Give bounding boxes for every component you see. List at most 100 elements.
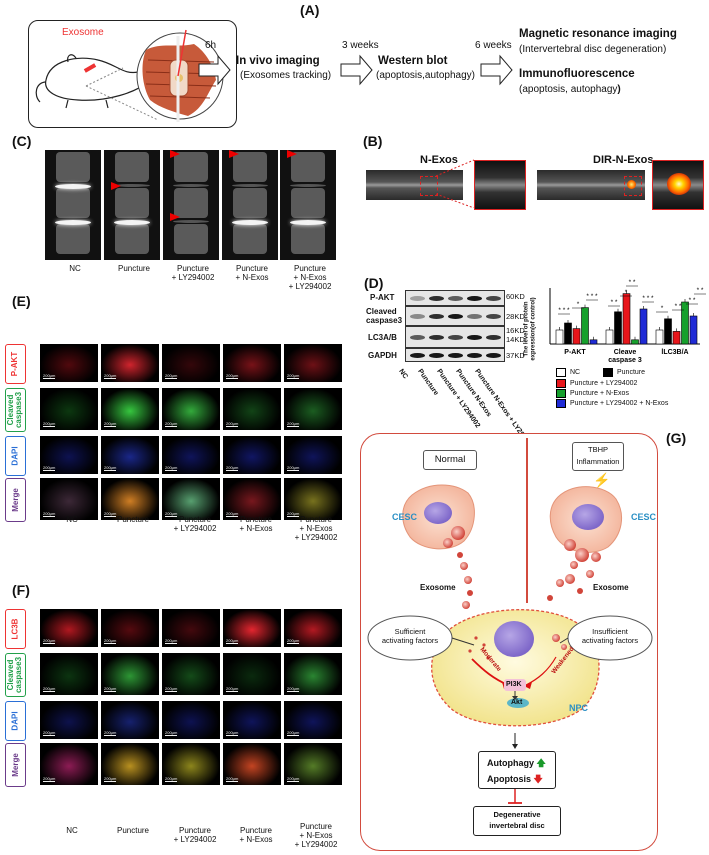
blot-band	[486, 313, 501, 319]
if-image: 200μm	[162, 701, 220, 739]
if-image: 200μm	[162, 436, 220, 474]
bar	[589, 339, 598, 345]
kd-14: 14KD	[506, 335, 525, 344]
f-label-puncture: Puncture	[116, 826, 150, 835]
if-image: 200μm	[223, 388, 281, 430]
scale-bar: 200μm	[165, 511, 178, 517]
scale-bar: 200μm	[104, 511, 117, 517]
step-mri-title: Magnetic resonance imaging	[519, 28, 677, 40]
wb-label-cleaved-caspase3: Cleaved caspase3	[366, 307, 403, 325]
kd-37: 37KD	[506, 351, 525, 360]
vertebra	[291, 224, 325, 254]
if-image: 200μm	[101, 388, 159, 430]
if-image: 200μm	[223, 478, 281, 520]
kd-16: 16KD	[506, 326, 525, 335]
blot-band	[486, 352, 501, 358]
blot-band	[448, 334, 463, 340]
if-image: 200μm	[101, 609, 159, 647]
if-image: 200μm	[101, 344, 159, 382]
if-image: 200μm	[223, 701, 281, 739]
bar	[572, 328, 581, 345]
b-zoom-lines-left	[435, 159, 475, 208]
if-image: 200μm	[284, 609, 342, 647]
e-label-p-ne: Puncture+ N-Exos	[239, 515, 273, 533]
e-label-nc: NC	[66, 515, 78, 524]
scale-bar: 200μm	[104, 776, 117, 782]
panel-label-f: (F)	[12, 582, 30, 598]
scale-bar: 200μm	[287, 686, 300, 692]
if-image: 200μm	[284, 478, 342, 520]
if-image: 200μm	[40, 436, 98, 474]
c-label-p-ly: Puncture+ LY294002	[171, 264, 215, 282]
legend-swatch	[603, 368, 613, 377]
step-in-vivo-imaging-title: In vivo imaging	[236, 55, 320, 67]
if-image: 200μm	[101, 743, 159, 785]
wb-lane-label: NC	[397, 368, 409, 381]
vertebra	[233, 188, 267, 218]
mri-image	[222, 150, 278, 260]
b-title-dir-n-exos: DIR-N-Exos	[593, 154, 654, 166]
apoptosis-label: Apoptosis	[487, 774, 531, 784]
scale-bar: 200μm	[165, 686, 178, 692]
scale-bar: 200μm	[104, 421, 117, 427]
scale-bar: 200μm	[165, 730, 178, 736]
bar	[639, 308, 648, 345]
legend-label: NC	[570, 369, 581, 376]
scale-bar: 200μm	[165, 638, 178, 644]
scale-bar: 200μm	[165, 373, 178, 379]
panel-label-g: (G)	[666, 430, 687, 446]
exosome-right-label: Exosome	[593, 583, 629, 592]
panel-label-d: (D)	[364, 275, 384, 291]
bar	[631, 339, 639, 345]
if-row-label: Merge	[5, 478, 26, 522]
b-zoom-n-exos	[474, 160, 526, 210]
significance-mark: *	[625, 289, 628, 296]
blot-band	[410, 352, 425, 358]
step-in-vivo-imaging-sub: (Exosomes tracking)	[240, 70, 332, 81]
blot-band	[467, 313, 482, 319]
if-row-label: DAPI	[5, 436, 26, 476]
scale-bar: 200μm	[43, 638, 56, 644]
significance-mark: * *	[629, 279, 636, 286]
scale-bar: 200μm	[226, 373, 239, 379]
c-label-puncture: Puncture	[117, 264, 151, 273]
scale-bar: 200μm	[43, 730, 56, 736]
step-western-blot-sub: (apoptosis,autophagy)	[376, 70, 475, 81]
exosome-label: Exosome	[62, 27, 104, 38]
if-row-label: DAPI	[5, 701, 26, 741]
legend-label: Puncture + N-Exos	[570, 390, 629, 397]
if-image: 200μm	[284, 436, 342, 474]
disc	[232, 220, 268, 225]
vertebra	[56, 188, 90, 218]
disc	[55, 220, 91, 225]
if-image: 200μm	[101, 701, 159, 739]
e-label-p-ly: Puncture+ LY294002	[173, 515, 217, 533]
if-row-label: LC3B	[5, 609, 26, 649]
wb-label-lc3ab: LC3A/B	[368, 333, 397, 342]
scale-bar: 200μm	[226, 511, 239, 517]
category-tick-label: P-AKT	[564, 349, 586, 356]
blot-band	[429, 313, 444, 319]
blot-band	[486, 334, 501, 340]
vertebra	[115, 188, 149, 218]
significance-mark: * *	[697, 287, 704, 294]
flow-arrow-3	[480, 54, 513, 86]
scale-bar: 200μm	[226, 776, 239, 782]
bar	[655, 329, 664, 345]
schematic-artwork	[367, 484, 653, 804]
red-arrow-icon	[287, 150, 297, 158]
b-zoom-dir-n-exos	[652, 160, 704, 210]
bar	[672, 331, 681, 345]
scale-bar: 200μm	[43, 421, 56, 427]
blot-band	[467, 352, 482, 358]
wb-lane-label: Puncture N-Exos	[454, 368, 493, 419]
panel-label-e: (E)	[12, 293, 31, 309]
npc-label: NPC	[569, 703, 589, 713]
if-image: 200μm	[40, 701, 98, 739]
scale-bar: 200μm	[226, 421, 239, 427]
scale-bar: 200μm	[287, 638, 300, 644]
